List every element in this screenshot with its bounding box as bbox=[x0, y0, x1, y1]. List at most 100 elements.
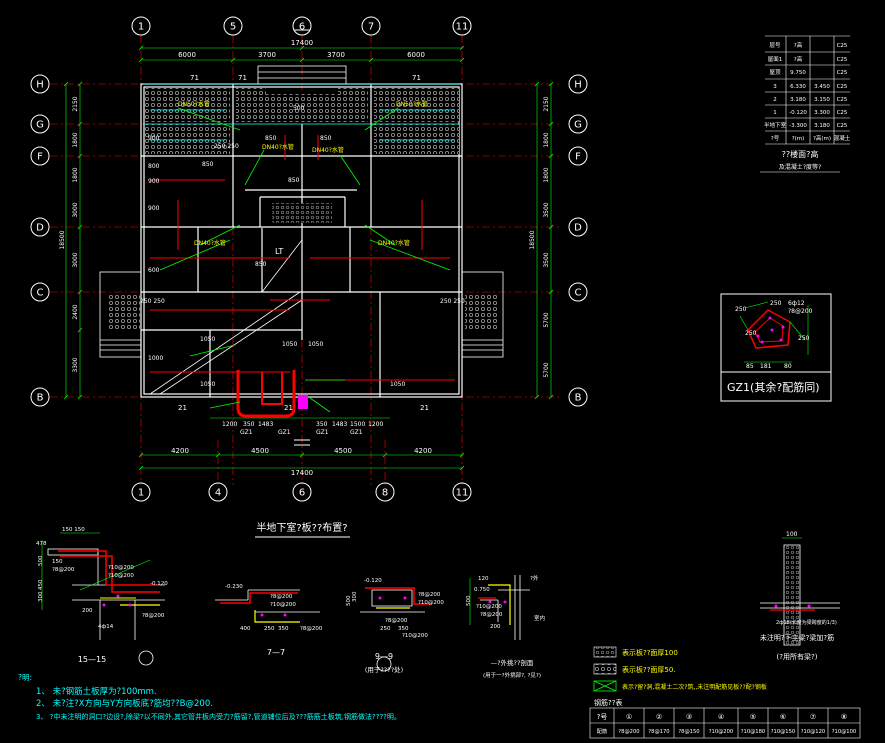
detail-label: 200 bbox=[82, 608, 93, 614]
dim-top-3: 3700 bbox=[327, 51, 345, 59]
elevation-table-cell: 半地下室 bbox=[764, 121, 787, 129]
rebar-label: 1050 bbox=[200, 336, 215, 343]
elevation-table-cell: -3.300 bbox=[789, 123, 807, 129]
elevation-table-cell: 3 bbox=[773, 84, 777, 90]
detail-label: 478 bbox=[36, 541, 47, 547]
detail-7-7: -0.230 ?8@200 ?10@200 400 250 350 ?8@200… bbox=[215, 584, 323, 657]
wall-detail: 100 2ф18(长度为梁跨度的1/3) 未注明?下主梁?梁加?筋 (?用所有梁… bbox=[760, 531, 840, 661]
dim-left-1: 2150 bbox=[72, 96, 79, 111]
gz-dim: 250 bbox=[735, 306, 747, 313]
detail-label: ?8@200 bbox=[418, 592, 441, 598]
bottom-dim: 350 bbox=[243, 421, 255, 428]
rebar-label: 1050 bbox=[200, 381, 215, 388]
gz-dim: 85 bbox=[746, 363, 754, 370]
rebar-table-cell: ?10@180 bbox=[741, 729, 765, 735]
detail-label: ?10@200 bbox=[270, 602, 296, 608]
grid-bubble-left-B-label: B bbox=[37, 393, 44, 404]
dim-bottom-1: 4200 bbox=[171, 447, 189, 455]
gz-dim: ?8@200 bbox=[788, 308, 813, 315]
detail-label: ?8@200 bbox=[142, 613, 165, 619]
detail-label: 450 bbox=[38, 579, 44, 590]
hatched-slabs bbox=[108, 88, 497, 331]
detail-label: -0.120 bbox=[150, 581, 168, 587]
grid-bubble-right-D: D bbox=[568, 217, 588, 237]
rebar-label: 1000 bbox=[148, 355, 163, 362]
dim-top-total: 17400 bbox=[291, 39, 313, 47]
rebar-label: 850 bbox=[288, 177, 300, 184]
dim-left-4: 3000 bbox=[72, 202, 79, 217]
detail-label: 120 bbox=[478, 576, 489, 582]
detail-label: ?外 bbox=[530, 574, 539, 582]
detail-cantilever-subcaption: (用于一?外挑部?, ?见?) bbox=[483, 671, 541, 679]
detail-label: 室内 bbox=[534, 614, 545, 622]
elevation-table-cell: C25 bbox=[837, 57, 848, 63]
rebar-table-header-cell: ① bbox=[626, 713, 632, 721]
gz-dim: 181 bbox=[760, 363, 772, 370]
grid-bubble-bottom-8: 8 bbox=[375, 482, 395, 502]
detail-label: ?8@200 bbox=[52, 567, 75, 573]
rebar-table-cell: ?10@120 bbox=[801, 729, 825, 735]
detail-label: 500 bbox=[466, 595, 472, 606]
dim-left-2: 1800 bbox=[72, 132, 79, 147]
detail-label: 0.750 bbox=[474, 587, 490, 593]
rebar-table-cell: ?8@170 bbox=[648, 729, 669, 735]
dim-right-3: 1800 bbox=[543, 167, 550, 182]
grid-bubble-right-H: H bbox=[568, 74, 588, 94]
gz-label: GZ1 bbox=[316, 429, 329, 436]
dim-left-total: 18500 bbox=[59, 230, 66, 249]
grid-bubble-bottom-6: 6 bbox=[292, 482, 312, 502]
gz-dim: 250 bbox=[770, 300, 782, 307]
elevation-table-cell: C25 bbox=[837, 84, 848, 90]
rebar-label: 500 bbox=[293, 105, 305, 112]
dim-right-2: 1800 bbox=[543, 132, 550, 147]
grid-bubble-left-G: G bbox=[30, 114, 50, 134]
break-mark bbox=[294, 29, 310, 446]
grid-bubble-right-C: C bbox=[568, 282, 588, 302]
grid-bubble-bottom-1-label: 1 bbox=[138, 488, 144, 499]
legend-item-3: 表示?留?洞,混凝土二次?筑,,未注明配筋见板??配?钢板 bbox=[622, 683, 767, 691]
dim-bottom-4: 4200 bbox=[414, 447, 432, 455]
rebar-label: 1050 bbox=[308, 341, 323, 348]
gz-label: GZ1 bbox=[240, 429, 253, 436]
rebar-label: 850 bbox=[265, 135, 277, 142]
detail-label: 300 bbox=[352, 591, 358, 602]
elevation-table-cell: 混凝土 bbox=[834, 134, 851, 142]
grid-bubble-top-7: 7 bbox=[361, 16, 381, 36]
plan-dimension-text: 17400 6000 3700 3700 6000 4200 4500 4500… bbox=[171, 39, 432, 477]
elevation-table-cell: -0.120 bbox=[789, 110, 807, 116]
elevation-table-cell: C25 bbox=[837, 70, 848, 76]
section-mark: 21 bbox=[420, 404, 429, 412]
rebar-label: 600 bbox=[148, 267, 160, 274]
dim-left-6: 2400 bbox=[72, 304, 79, 319]
grid-bubble-bottom-1: 1 bbox=[131, 482, 151, 502]
dim-left-5: 3000 bbox=[72, 252, 79, 267]
pipe-label-1: DN50?水管 bbox=[178, 100, 210, 108]
grid-bubble-bottom-8-label: 8 bbox=[382, 488, 388, 499]
grid-bubble-top-11-label: 11 bbox=[456, 22, 469, 33]
rebar-label: 1050 bbox=[282, 341, 297, 348]
grid-bubble-left-C: C bbox=[30, 282, 50, 302]
bottom-rebar-lines bbox=[150, 135, 455, 381]
elevation-table-cell: 3.180 bbox=[814, 123, 830, 129]
elevation-table-cell: 3.450 bbox=[814, 84, 830, 90]
rebar-label: 900 bbox=[148, 205, 160, 212]
detail-label: ?10@200 bbox=[108, 565, 134, 571]
rebar-table-title: 钢筋??表 bbox=[594, 698, 622, 707]
grid-bubble-bottom-11: 11 bbox=[452, 482, 472, 502]
rebar-table-cell: ?8@200 bbox=[618, 729, 639, 735]
rebar-table-header-cell: ⑥ bbox=[780, 713, 786, 721]
pit-marker bbox=[298, 395, 308, 409]
grid-bubble-left-F: F bbox=[30, 146, 50, 166]
section-mark: 21 bbox=[178, 404, 187, 412]
detail-label: ?8@200 bbox=[385, 618, 408, 624]
elevation-table-cell: 屋顶 bbox=[769, 69, 781, 76]
dim-right-total: 18500 bbox=[529, 230, 536, 249]
dim-left-3: 1800 bbox=[72, 167, 79, 182]
dim-right-5: 3500 bbox=[543, 252, 550, 267]
detail-label: 200 bbox=[490, 624, 501, 630]
rebar-label: 850 bbox=[202, 161, 214, 168]
detail-label: -0.120 bbox=[364, 578, 382, 584]
elevation-table-cell: 屋面1 bbox=[768, 56, 783, 63]
note-1: 1、 未?钢筋土板厚为?100mm. bbox=[36, 686, 157, 697]
